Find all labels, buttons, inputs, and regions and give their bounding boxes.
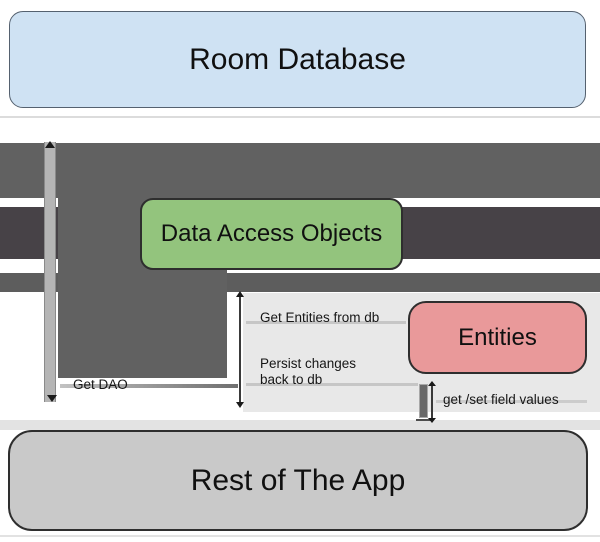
get-dao-label: Get DAO bbox=[73, 377, 128, 392]
arrow-base-tick bbox=[416, 419, 433, 421]
get-dao-arrow-shaft bbox=[60, 384, 238, 388]
divider-line-top bbox=[0, 116, 600, 118]
entities-app-arrow-bar bbox=[419, 384, 428, 418]
arrow-up-icon bbox=[236, 291, 244, 297]
get-set-field-values-label: get /set field values bbox=[443, 392, 559, 407]
entities-app-arrow-line bbox=[431, 384, 433, 419]
persist-changes-line1: Persist changes bbox=[260, 356, 357, 371]
get-set-arrow-shaft bbox=[436, 400, 587, 403]
persist-changes-label: Persist changes back to db bbox=[260, 356, 380, 388]
entities-label: Entities bbox=[458, 323, 537, 351]
light-strip-above-app bbox=[0, 420, 600, 430]
arrow-up-icon bbox=[428, 381, 436, 386]
room-database-label: Room Database bbox=[189, 42, 406, 76]
data-access-objects-box: Data Access Objects bbox=[140, 198, 403, 270]
arrow-down-icon bbox=[428, 418, 436, 423]
arrow-down-icon bbox=[47, 395, 57, 402]
data-access-objects-label: Data Access Objects bbox=[160, 220, 383, 247]
room-database-box: Room Database bbox=[9, 11, 586, 108]
arrow-up-icon bbox=[45, 141, 55, 148]
entities-box: Entities bbox=[408, 301, 587, 374]
persist-changes-arrow-shaft bbox=[246, 383, 418, 386]
persist-changes-line2: back to db bbox=[260, 372, 323, 387]
get-dao-arrow-bar bbox=[44, 142, 56, 402]
divider-line-bottom bbox=[0, 535, 600, 537]
rest-of-the-app-box: Rest of The App bbox=[8, 430, 588, 531]
arrow-down-icon bbox=[236, 402, 244, 408]
rest-of-the-app-label: Rest of The App bbox=[190, 463, 406, 497]
dao-app-arrow-line bbox=[239, 295, 241, 403]
get-entities-arrow-shaft bbox=[246, 321, 406, 324]
get-entities-label: Get Entities from db bbox=[260, 310, 380, 325]
